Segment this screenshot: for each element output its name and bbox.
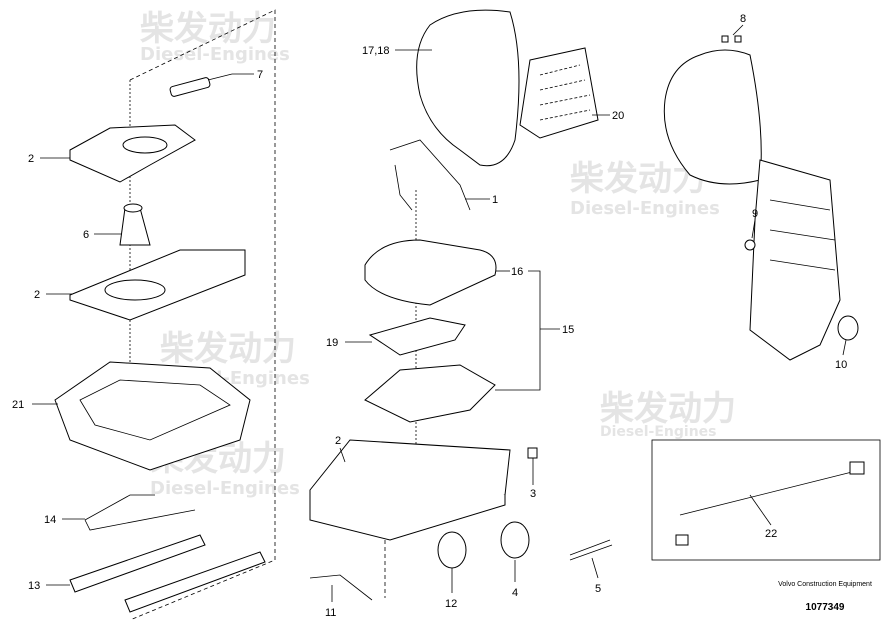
- callout-6: 6: [83, 229, 89, 241]
- callout-9: 9: [752, 208, 758, 220]
- callout-2: 2: [28, 153, 34, 165]
- callout-15: 15: [562, 324, 574, 336]
- connector: [849, 461, 865, 475]
- swivel-upper: [69, 124, 196, 183]
- frame-wires: [769, 199, 836, 271]
- callout-20: 20: [612, 110, 624, 122]
- spring: [569, 539, 613, 561]
- part-number: 1077349: [805, 602, 845, 613]
- callout-3: 3: [530, 488, 536, 500]
- svg-text:柴发动力: 柴发动力: [160, 329, 296, 369]
- seat-base-cushion: [364, 364, 496, 423]
- gas-spring: [169, 73, 233, 97]
- backrest: [416, 9, 520, 167]
- callout-1: 1: [492, 194, 498, 206]
- harness: [679, 469, 861, 516]
- svg-text:Diesel-Engines: Diesel-Engines: [570, 198, 720, 219]
- connector: [675, 534, 689, 546]
- adjust-knob: [837, 315, 859, 341]
- seat-cushion: [364, 239, 497, 306]
- callout-2: 2: [34, 289, 40, 301]
- screw: [721, 35, 729, 43]
- callout-8: 8: [740, 13, 746, 25]
- seat-heater: [368, 317, 466, 356]
- svg-text:Diesel-Engines: Diesel-Engines: [600, 424, 717, 440]
- callout-5: 5: [595, 583, 601, 595]
- rail-handle: [84, 494, 196, 531]
- callout-19: 19: [326, 337, 338, 349]
- lumbar-pattern: [539, 64, 591, 121]
- callout-21: 21: [12, 399, 24, 411]
- svg-text:柴发动力: 柴发动力: [600, 389, 736, 429]
- company-caption: Volvo Construction Equipment: [778, 581, 872, 588]
- base-tray: [54, 361, 251, 471]
- seat-belt: [389, 139, 471, 211]
- callout-13: 13: [28, 580, 40, 592]
- bellow: [119, 207, 151, 246]
- svg-text:Diesel-Engines: Diesel-Engines: [150, 478, 300, 499]
- callout-17-18: 17,18: [362, 45, 390, 57]
- clip: [527, 447, 538, 459]
- height-knob: [437, 531, 467, 569]
- callout-16: 16: [511, 266, 523, 278]
- group-boundary: [129, 9, 276, 621]
- callout-22: 22: [765, 528, 777, 540]
- bellow-top: [123, 203, 143, 213]
- callout-12: 12: [445, 598, 457, 610]
- backrest-outline: [663, 49, 762, 185]
- slide-rails: [69, 534, 266, 613]
- callout-10: 10: [835, 359, 847, 371]
- callout-7: 7: [257, 69, 263, 81]
- leader-lines: [32, 24, 847, 602]
- cable: [309, 574, 373, 601]
- inset-box: [651, 439, 881, 561]
- weight-knob: [500, 521, 530, 559]
- backrest-frame: [749, 159, 841, 361]
- seat-suspension: [309, 439, 511, 541]
- callout-2: 2: [335, 435, 341, 447]
- svg-text:Diesel-Engines: Diesel-Engines: [140, 44, 290, 65]
- swivel-lower: [69, 249, 246, 321]
- lumbar-support: [519, 47, 599, 139]
- callout-11: 11: [325, 607, 336, 619]
- svg-text:柴发动力: 柴发动力: [140, 9, 276, 49]
- callout-14: 14: [44, 514, 56, 526]
- screw: [734, 35, 742, 43]
- callout-4: 4: [512, 587, 518, 599]
- bushing: [744, 239, 756, 251]
